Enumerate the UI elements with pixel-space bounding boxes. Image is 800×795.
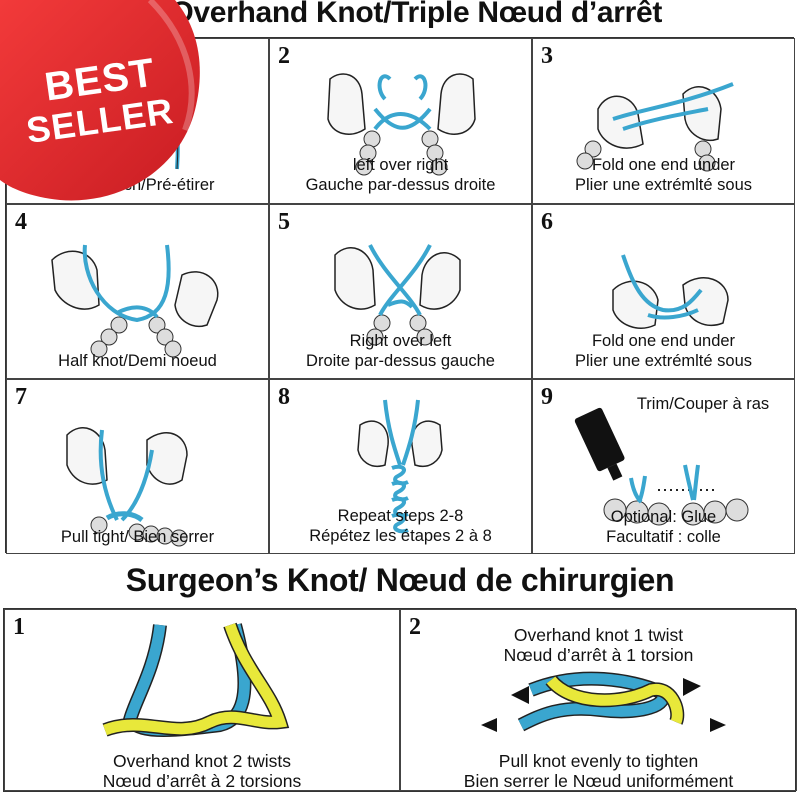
overhand-2-twists-illustration	[102, 622, 290, 737]
step-cell-4: 4 Half knot/Demi noeud	[6, 204, 269, 379]
left-over-right-illustration	[327, 73, 476, 176]
step-cell-6: 6 Fold one end under Plier une extrémlté…	[532, 204, 795, 379]
step-number: 9	[541, 384, 553, 410]
step-caption-line1: Pull knot evenly to tighten	[498, 751, 699, 771]
page-title: le Overhand Knot/Triple Nœud d’arrêt	[137, 0, 663, 29]
step-caption-line2: Plier une extrémlté sous	[575, 176, 752, 194]
step-caption: Half knot/Demi noeud	[58, 352, 217, 370]
step-caption-line2: Droite par-dessus gauche	[306, 352, 495, 370]
step-number: 8	[278, 384, 290, 410]
right-over-left-illustration	[334, 244, 461, 346]
step-cell-7: 7 Pull tight/ Bien serrer	[6, 379, 269, 554]
step-caption-line2: Plier une extrémlté sous	[575, 352, 752, 370]
step-number: 2	[278, 43, 290, 69]
step-caption-line1: Fold one end under	[591, 156, 736, 174]
surgeon-step-cell-1: 1 Overhand knot 2 twists Nœud d’arrêt à …	[4, 609, 400, 791]
surgeons-knot-steps-grid: 1 Overhand knot 2 twists Nœud d’arrêt à …	[3, 608, 797, 792]
step-caption-line2: Facultatif : colle	[606, 528, 721, 546]
surgeon-step-cell-2: 2 Overhand knot 1 twist Nœud d’arrêt à 1…	[400, 609, 797, 791]
step-top-caption-line1: Overhand knot 1 twist	[513, 625, 684, 645]
step-caption-line2: Gauche par-dessus droite	[305, 176, 496, 194]
step-number: 6	[541, 209, 553, 235]
step-caption-line2: Bien serrer le Nœud uniformément	[463, 771, 734, 791]
step-caption-line2: Répétez les étapes 2 à 8	[309, 527, 492, 545]
pull-evenly-illustration	[481, 671, 726, 732]
step-number: 1	[13, 614, 25, 640]
pull-tight-illustration	[66, 427, 188, 547]
step-caption-line1: Fold one end under	[591, 332, 736, 350]
half-knot-illustration	[51, 244, 219, 358]
step-caption-line2: Nœud d’arrêt à 2 torsions	[102, 771, 302, 791]
step-caption-line1: Right over left	[349, 332, 452, 350]
step-caption-line1: left over right	[352, 156, 449, 174]
section-title: Surgeon’s Knot/ Nœud de chirurgien	[125, 562, 675, 598]
best-seller-badge: BEST SELLER	[0, 0, 215, 215]
step-top-caption-line2: Nœud d’arrêt à 1 torsion	[503, 645, 694, 665]
step-caption-line1: Repeat steps 2-8	[337, 507, 464, 525]
step-cell-8: 8 Repeat steps 2-8 Répétez les étapes 2 …	[269, 379, 532, 554]
step-cell-3: 3 Fold one end under Plier une extrémlté…	[532, 38, 795, 204]
step-cell-5: 5 Right over left Droite par-dessus gauc…	[269, 204, 532, 379]
fold-under-illustration-2	[612, 254, 729, 329]
step-number: 5	[278, 209, 290, 235]
step-caption-line1: Optional: Glue	[610, 508, 717, 526]
step-number: 3	[541, 43, 553, 69]
repeat-knots-illustration	[357, 399, 443, 534]
step-number: 4	[15, 209, 27, 235]
fold-under-illustration	[576, 82, 734, 172]
badge-seal-shape	[0, 0, 200, 201]
step-caption-line1: Overhand knot 2 twists	[113, 751, 291, 771]
step-cell-9: 9 Trim/Couper à ras Optional: Glue Facul…	[532, 379, 795, 554]
step-caption: Pull tight/ Bien serrer	[60, 528, 215, 546]
step-number: 7	[15, 384, 27, 410]
trim-caption: Trim/Couper à ras	[636, 395, 770, 413]
glue-trim-illustration	[574, 407, 749, 526]
step-number: 2	[409, 614, 421, 640]
step-cell-2: 2 left over right Gauche par-dessus droi…	[269, 38, 532, 204]
